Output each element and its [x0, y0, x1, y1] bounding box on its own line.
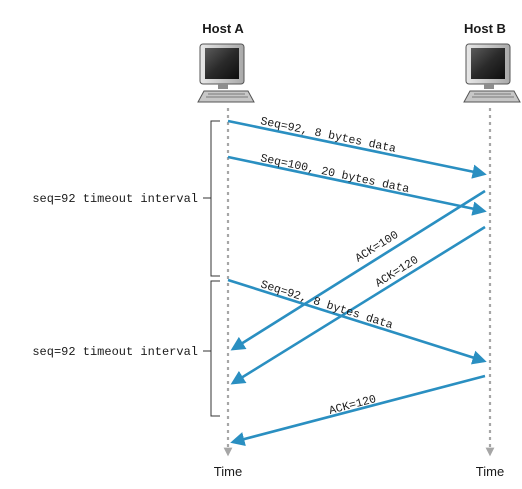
timeout-label-1: seq=92 timeout interval [32, 192, 198, 206]
message-label-seq100: Seq=100, 20 bytes data [259, 152, 410, 196]
message-arrow-ack120 [230, 225, 486, 385]
time-label-b: Time [476, 464, 504, 479]
timeout-bracket-1 [203, 120, 220, 277]
message-label-ack120-final: ACK=120 [328, 393, 378, 418]
timeout-bracket-2 [203, 280, 220, 417]
host-a-label: Host A [202, 21, 244, 36]
computer-icon [197, 43, 255, 103]
message-label-seq92: Seq=92, 8 bytes data [259, 115, 397, 156]
timeout-label-2: seq=92 timeout interval [32, 345, 198, 359]
message-arrow-seq100 [227, 155, 487, 216]
computer-icon [463, 43, 521, 103]
time-label-a: Time [214, 464, 242, 479]
host-b-label: Host B [464, 21, 506, 36]
message-arrow-seq92 [227, 119, 487, 179]
message-arrow-ack100 [230, 189, 486, 351]
message-arrow-ack120-final [230, 374, 486, 447]
message-arrow-seq92-retransmit [227, 278, 487, 365]
